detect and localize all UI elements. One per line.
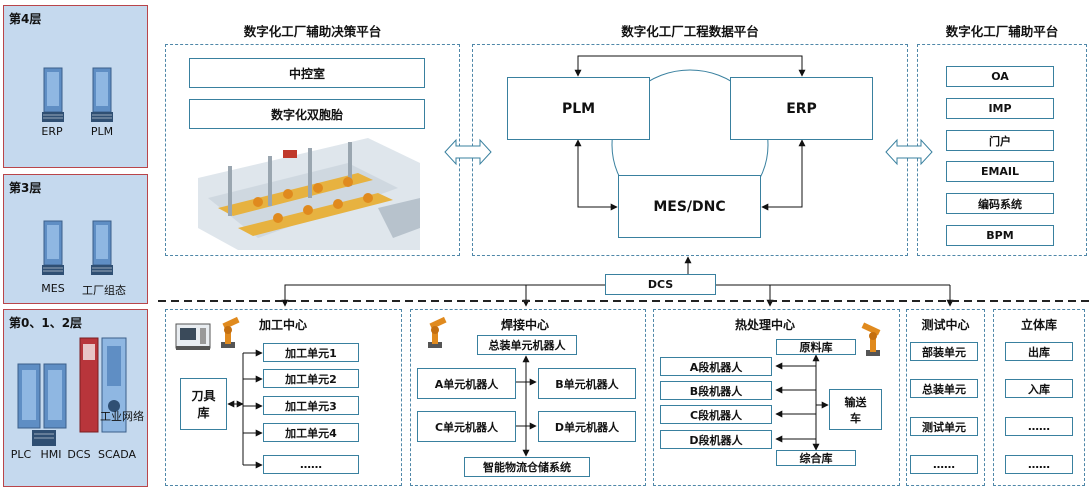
tool-library-box: 刀具库 (180, 378, 227, 430)
welding-d-unit-robot: D单元机器人 (538, 411, 636, 442)
test-partial-assembly: 部装单元 (910, 342, 978, 361)
test-more: …… (910, 455, 978, 474)
aux-item-portal: 门户 (946, 130, 1054, 151)
welding-b-unit-robot: B单元机器人 (538, 368, 636, 399)
aux-item-imp: IMP (946, 98, 1054, 119)
heat-d-segment-robot: D段机器人 (660, 430, 772, 449)
layer-012-title: 第0、1、2层 (9, 316, 83, 330)
server-icon (91, 220, 113, 275)
conveyor-cart-box: 输送车 (829, 389, 882, 430)
plm-box: PLM (507, 77, 650, 140)
layer-3-title: 第3层 (9, 181, 42, 195)
aux-item-bpm: BPM (946, 225, 1054, 246)
test-center-panel (906, 309, 985, 486)
decision-platform-title: 数字化工厂辅助决策平台 (243, 24, 382, 39)
test-center-title: 测试中心 (921, 318, 970, 332)
welding-center-title: 焊接中心 (500, 318, 549, 332)
machining-center-title: 加工中心 (258, 318, 307, 332)
welding-c-unit-robot: C单元机器人 (417, 411, 516, 442)
plc-label: PLC (10, 448, 32, 461)
warehouse-more-1: …… (1005, 417, 1073, 436)
aux-item-email: EMAIL (946, 161, 1054, 182)
dcs-label: DCS (67, 448, 91, 461)
warehouse-inbound: 入库 (1005, 379, 1073, 398)
heat-b-segment-robot: B段机器人 (660, 381, 772, 400)
welding-center-panel (410, 309, 646, 486)
machining-unit-4: 加工单元4 (263, 423, 359, 442)
layer-4-title: 第4层 (9, 12, 42, 26)
plc-rack-icon (79, 337, 127, 433)
welding-assembly-robot: 总装单元机器人 (477, 335, 577, 355)
robot-arm-icon (861, 322, 881, 356)
server-icon (42, 67, 64, 122)
layer-012-panel: 第0、1、2层 工业网络 PLC HMI DCS SCADA (3, 309, 148, 487)
aux-item-oa: OA (946, 66, 1054, 87)
digital-twin-box: 数字化双胞胎 (189, 99, 425, 129)
data-platform-title: 数字化工厂工程数据平台 (621, 24, 759, 39)
machining-unit-1: 加工单元1 (263, 343, 359, 362)
machining-unit-3: 加工单元3 (263, 396, 359, 415)
test-final-assembly: 总装单元 (910, 379, 978, 398)
factory-3d-image (198, 138, 420, 250)
warehouse-more-2: …… (1005, 455, 1073, 474)
heat-a-segment-robot: A段机器人 (660, 357, 772, 376)
aux-platform-title: 数字化工厂辅助平台 (945, 24, 1059, 39)
welding-a-unit-robot: A单元机器人 (417, 368, 516, 399)
server-icon (91, 67, 113, 122)
industrial-network-label: 工业网络 (100, 410, 144, 423)
robot-arm-icon (428, 316, 447, 348)
heat-c-segment-robot: C段机器人 (660, 405, 772, 424)
cnc-machine-icon (175, 323, 211, 350)
erp-box: ERP (730, 77, 873, 140)
warehouse-panel (993, 309, 1085, 486)
layer-3-panel: 第3层 MES 工厂组态 (3, 174, 148, 304)
machining-unit-2: 加工单元2 (263, 369, 359, 388)
test-unit: 测试单元 (910, 417, 978, 436)
server-icon (42, 220, 64, 275)
warehouse-title: 立体库 (1020, 318, 1057, 332)
layer-3-scada-config-label: 工厂组态 (82, 284, 126, 297)
layer-4-panel: 第4层 ERP PLM (3, 5, 148, 168)
scada-label: SCADA (98, 448, 136, 461)
control-cabinet-icon (17, 363, 67, 446)
mes-dnc-box: MES/DNC (618, 175, 761, 238)
layer-3-mes-label: MES (41, 282, 65, 295)
raw-material-store: 原料库 (776, 339, 856, 355)
dcs-box: DCS (605, 274, 716, 295)
control-room-box: 中控室 (189, 58, 425, 88)
aux-item-coding-system: 编码系统 (946, 193, 1054, 214)
machining-unit-more: …… (263, 455, 359, 474)
smart-logistics-box: 智能物流仓储系统 (464, 457, 590, 477)
layer-4-erp-label: ERP (41, 125, 63, 138)
heat-treatment-panel (653, 309, 900, 486)
hmi-label: HMI (40, 448, 62, 461)
heat-treatment-title: 热处理中心 (734, 318, 795, 332)
integrated-store: 综合库 (776, 450, 856, 466)
layer-4-plm-label: PLM (90, 125, 114, 138)
robot-arm-icon (221, 316, 240, 348)
machining-center-panel (165, 309, 402, 486)
warehouse-outbound: 出库 (1005, 342, 1073, 361)
